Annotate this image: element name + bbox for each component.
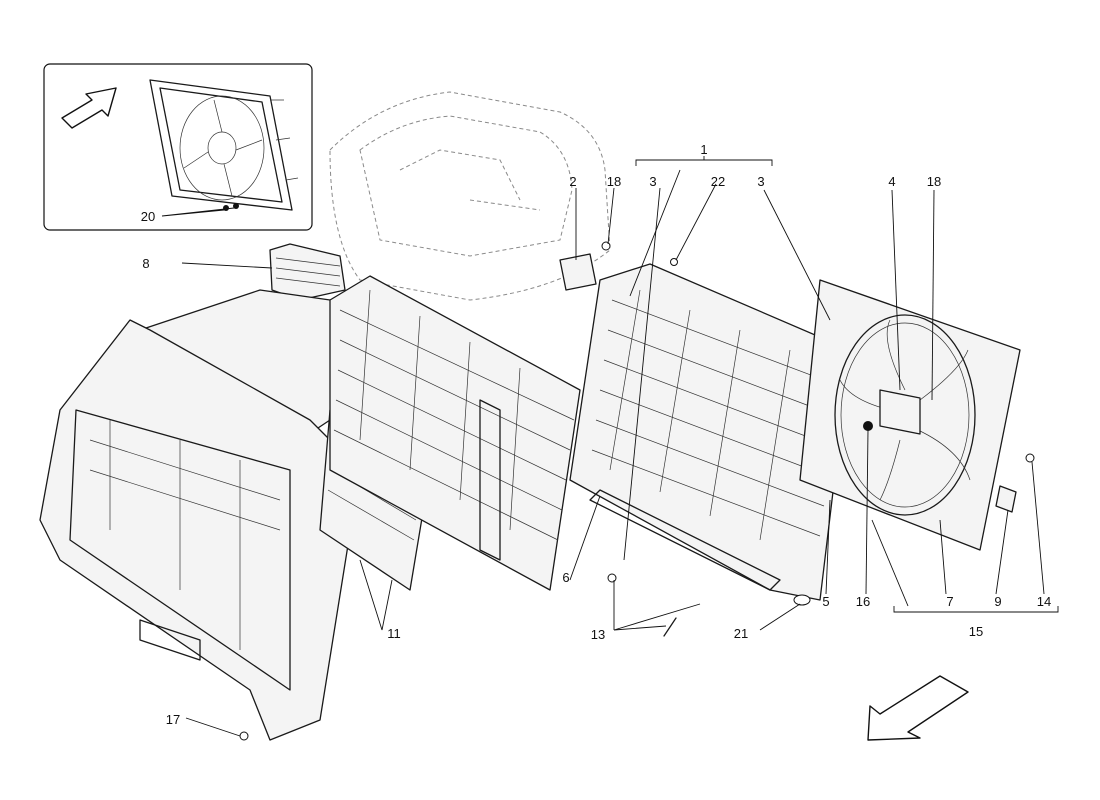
direction-arrow-icon <box>867 675 969 741</box>
fan-shroud-assembly <box>799 279 1021 551</box>
callout-14: 14 <box>1037 594 1051 609</box>
inset-arrow-icon <box>61 87 117 129</box>
inset-fastener-markers <box>161 203 239 217</box>
inset-detail <box>43 63 313 231</box>
condenser <box>329 275 581 591</box>
callout-18-left: 18 <box>607 174 621 189</box>
callout-6: 6 <box>562 570 569 585</box>
engine-cover-ghost <box>329 91 611 301</box>
callout-15: 15 <box>969 624 983 639</box>
callout-18-right: 18 <box>927 174 941 189</box>
callout-5: 5 <box>822 594 829 609</box>
callout-13: 13 <box>591 627 605 642</box>
callout-labels: 1 2 18 3 22 3 4 18 20 8 6 5 16 7 9 14 15… <box>141 142 1051 727</box>
callout-8: 8 <box>142 256 149 271</box>
callout-22: 22 <box>711 174 725 189</box>
inset-fan-shroud <box>149 79 299 211</box>
callout-20: 20 <box>141 209 155 224</box>
leader-lines <box>181 156 1059 737</box>
callout-1: 1 <box>700 142 707 157</box>
callout-16: 16 <box>856 594 870 609</box>
callout-3-right: 3 <box>757 174 764 189</box>
callout-7: 7 <box>946 594 953 609</box>
air-duct-assembly <box>39 243 381 741</box>
callout-9: 9 <box>994 594 1001 609</box>
callout-2: 2 <box>569 174 576 189</box>
callout-11: 11 <box>387 626 401 641</box>
main-radiator <box>569 263 851 601</box>
callout-17: 17 <box>166 712 180 727</box>
small-parts <box>239 241 1035 741</box>
callout-21: 21 <box>734 626 748 641</box>
bracket-2 <box>559 253 597 291</box>
callout-4: 4 <box>888 174 895 189</box>
callout-3-left: 3 <box>649 174 656 189</box>
